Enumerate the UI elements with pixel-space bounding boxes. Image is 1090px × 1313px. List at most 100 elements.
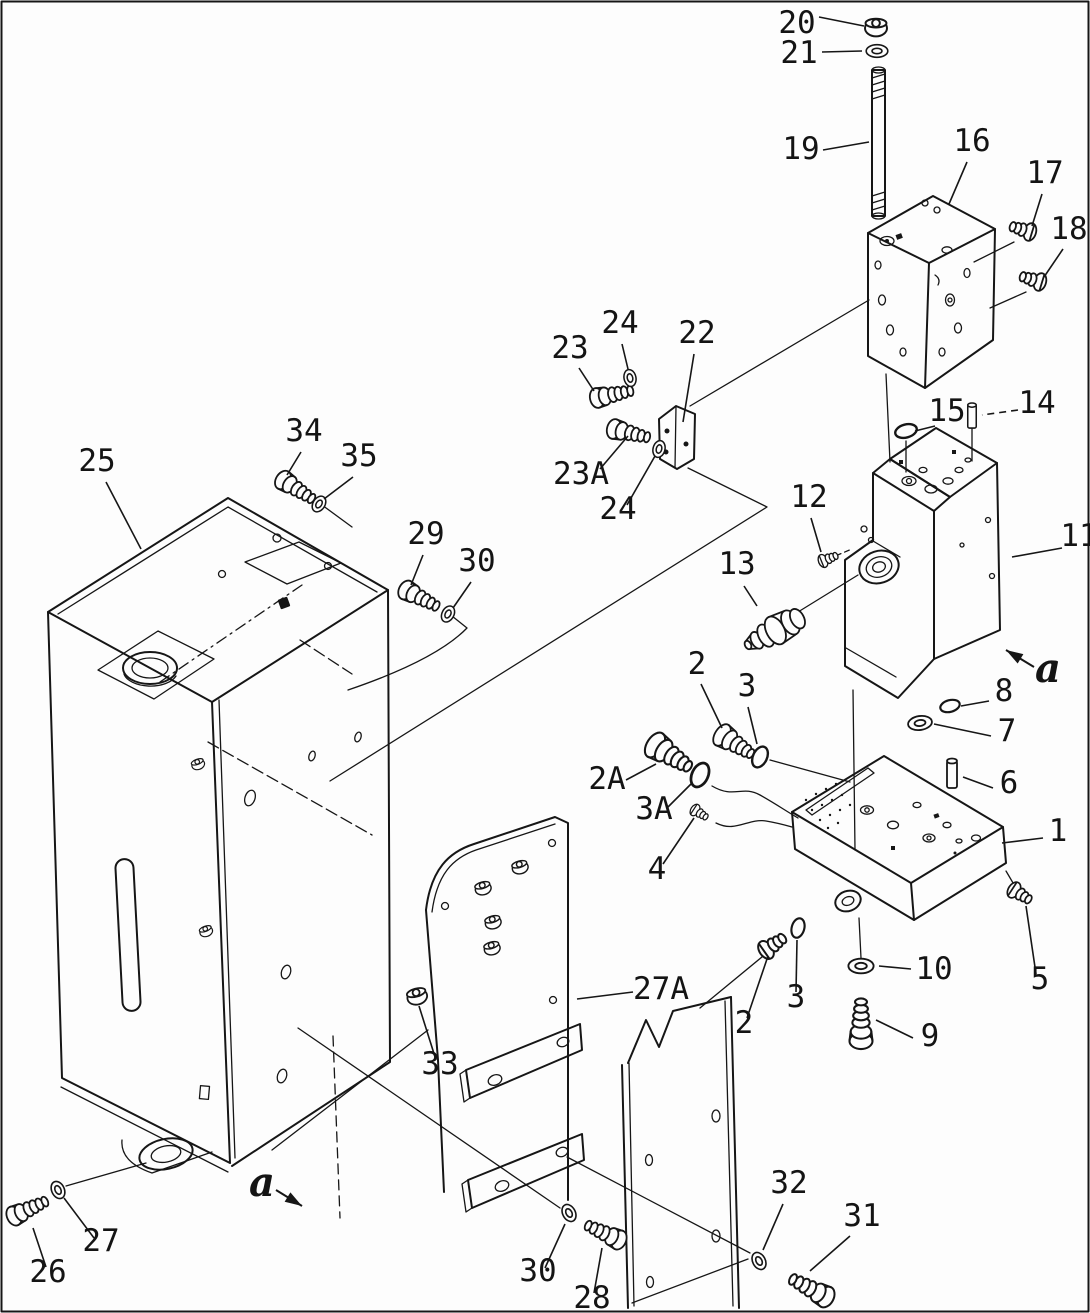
- callout-label-28: 28: [573, 1280, 610, 1313]
- leader-line-34: [286, 451, 302, 476]
- leader-line-8: [960, 700, 990, 707]
- part-30-washer-glyph: [440, 605, 456, 623]
- callout-label-20: 20: [778, 5, 815, 41]
- leader-line-25: [105, 481, 142, 550]
- callout-label-27: 27: [82, 1223, 119, 1259]
- leader-line-27: [63, 1197, 95, 1239]
- leader-line-16: [948, 161, 968, 205]
- callout-label-3: 3: [787, 979, 806, 1015]
- part-34-bolt-glyph: [274, 469, 317, 505]
- part-30-washer-glyph: [561, 1203, 577, 1223]
- callout-label-35: 35: [340, 438, 377, 474]
- callout-label-14: 14: [1018, 385, 1055, 421]
- leader-line-28: [593, 1247, 603, 1294]
- callout-label-26: 26: [29, 1254, 66, 1290]
- part-6-pin-glyph: [946, 757, 958, 789]
- leader-line-24: [621, 343, 629, 370]
- callout-label-30: 30: [458, 543, 495, 579]
- part-5-plug-glyph: [1006, 881, 1033, 905]
- part-8-oring-flat-glyph: [939, 698, 961, 714]
- callout-label-16: 16: [953, 123, 990, 159]
- callout-label-34: 34: [285, 413, 322, 449]
- part-28-bolt-glyph: [583, 1219, 628, 1251]
- leader-line-31: [809, 1235, 851, 1272]
- leader-line-24: [626, 455, 656, 506]
- tank-foot: [121, 1137, 213, 1174]
- leader-line-1: [1001, 837, 1044, 844]
- callout-label-11: 11: [1060, 518, 1090, 554]
- part-4-plug-glyph: [689, 803, 709, 821]
- part-15-oring-flat-glyph: [894, 422, 918, 440]
- leader-line-30: [544, 1223, 566, 1269]
- part-26-bolt-glyph: [5, 1195, 50, 1227]
- part-35-washer-glyph: [311, 495, 327, 513]
- part-9-bolt-glyph: [848, 997, 874, 1051]
- hexnut-glyph: [190, 758, 206, 771]
- cover-plate: [621, 996, 740, 1309]
- part-3-oring-glyph: [750, 745, 770, 769]
- part-24-washer-glyph: [623, 368, 637, 388]
- filler-plate: [97, 630, 215, 700]
- callout-label-32: 32: [770, 1165, 807, 1201]
- callout-label-18: 18: [1050, 211, 1087, 247]
- leader-line-30: [452, 581, 472, 609]
- leader-line-17: [1031, 193, 1043, 227]
- leader-line-2: [700, 683, 723, 729]
- hexnut-glyph: [483, 940, 501, 956]
- callout-label-9: 9: [921, 1018, 940, 1054]
- leader-line-27A: [576, 991, 634, 1000]
- assembly-lines: [65, 299, 870, 1304]
- callout-label-31: 31: [843, 1198, 880, 1234]
- part-3-oring-glyph: [790, 917, 806, 939]
- hexnut-glyph: [511, 859, 529, 875]
- valve-plate-1: [791, 755, 1017, 959]
- leader-line-3: [747, 706, 758, 745]
- part-32-washer-glyph: [751, 1251, 767, 1271]
- callout-label-4: 4: [648, 851, 667, 887]
- callout-label-1: 1: [1049, 813, 1068, 849]
- leader-line-5: [1025, 905, 1037, 975]
- leader-line-3A: [666, 782, 693, 809]
- part-23-bolt-glyph: [588, 384, 635, 409]
- callout-label-29: 29: [407, 516, 444, 552]
- leader-line-23: [578, 367, 595, 392]
- leader-line-19: [822, 141, 870, 151]
- callout-label-22: 22: [678, 315, 715, 351]
- leader-line-35: [323, 476, 354, 500]
- access-plate: [244, 541, 342, 585]
- part-10-flat-washer-glyph: [847, 957, 875, 975]
- part-20-hexnut-glyph: [864, 17, 888, 38]
- leader-line-32: [762, 1203, 784, 1251]
- part-21-flat-washer-glyph: [865, 43, 889, 59]
- callout-label-3: 3: [738, 668, 757, 704]
- leader-line-21: [821, 50, 863, 53]
- hexnut-glyph: [474, 880, 492, 896]
- mounting-bracket-27A: [425, 816, 585, 1213]
- leader-line-11: [1011, 547, 1063, 558]
- leader-line-2A: [625, 763, 657, 781]
- leader-line-3: [795, 939, 798, 993]
- leader-line-14: [981, 409, 1019, 416]
- callout-label-13: 13: [718, 546, 755, 582]
- part-12-plug-glyph: [817, 551, 839, 569]
- callout-label-2: 2: [688, 646, 707, 682]
- callout-label-3A: 3A: [635, 791, 673, 827]
- callout-label-12: 12: [790, 479, 827, 515]
- leader-line-20: [818, 16, 865, 27]
- callout-label-10: 10: [915, 951, 952, 987]
- leader-line-4: [662, 817, 695, 865]
- view-arrowhead-icon: [284, 1192, 302, 1206]
- leader-line-13: [743, 585, 758, 607]
- bracket-22: [658, 405, 696, 470]
- callout-label-24: 24: [599, 491, 636, 527]
- part-14-pin-glyph: [966, 402, 978, 429]
- stipple-hatch: [804, 782, 852, 830]
- callout-label-6: 6: [1000, 765, 1019, 801]
- view-marker-a-0: a: [1035, 645, 1061, 692]
- leader-line-7: [933, 723, 992, 737]
- callout-label-7: 7: [998, 713, 1017, 749]
- filler-cap: [122, 651, 178, 685]
- callout-label-24: 24: [601, 305, 638, 341]
- part-24-washer-glyph: [652, 439, 666, 459]
